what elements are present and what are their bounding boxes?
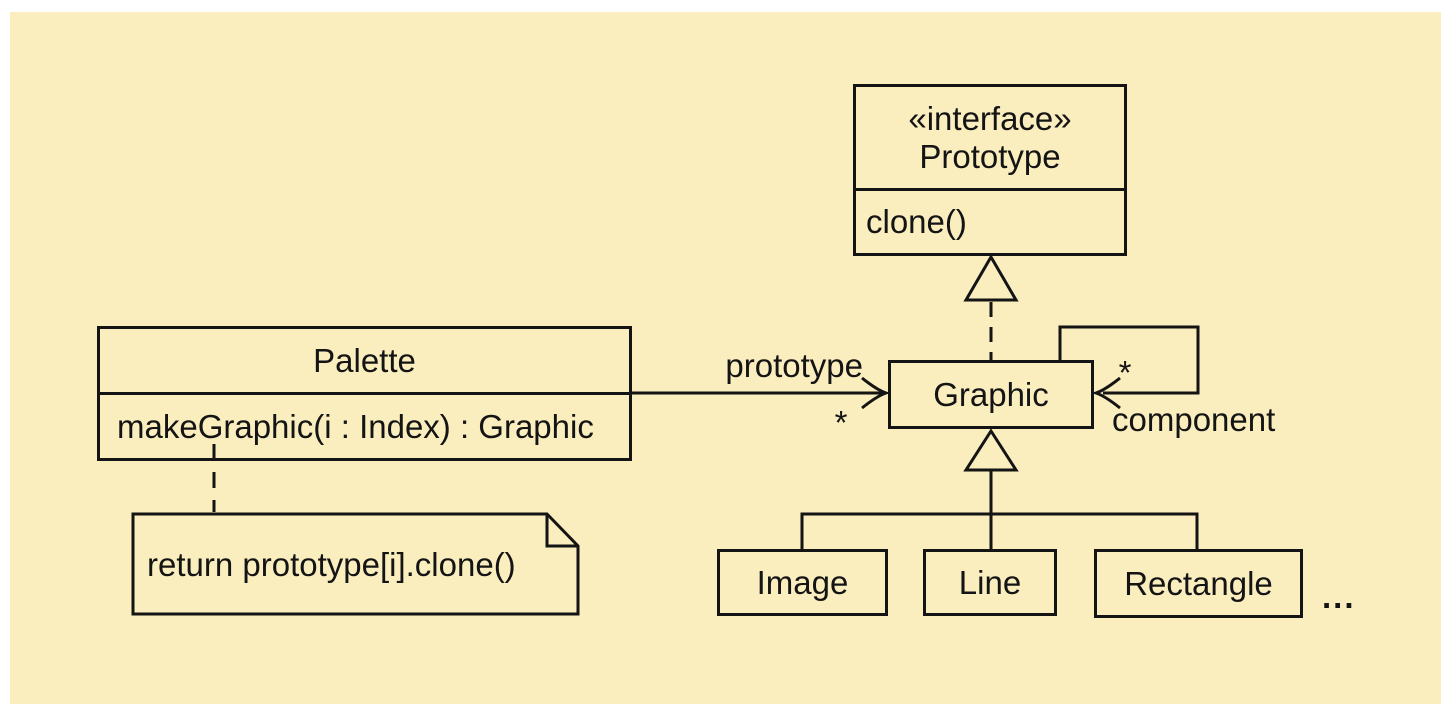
realization-triangle <box>963 254 1019 302</box>
class-header-prototype: «interface» Prototype <box>856 87 1124 188</box>
prototype-open-arrowhead <box>861 376 891 410</box>
generalization-branch-lines <box>800 512 1199 549</box>
class-box-graphic: Graphic <box>888 360 1094 429</box>
class-header-palette: Palette <box>100 329 629 392</box>
method-clone-label: clone() <box>866 203 967 240</box>
component-multiplicity-label: * <box>1118 354 1132 391</box>
component-open-arrowhead <box>1091 376 1121 410</box>
class-box-rectangle: Rectangle <box>1094 549 1303 618</box>
class-name-image: Image <box>756 563 849 601</box>
method-clone: clone() <box>856 188 1124 253</box>
stereotype-label: «interface» <box>908 99 1072 137</box>
class-box-image: Image <box>717 549 888 616</box>
generalization-triangle <box>963 428 1019 472</box>
prototype-role-label: prototype <box>725 347 863 384</box>
note-shape <box>131 512 580 616</box>
class-name-line: Line <box>958 563 1022 601</box>
component-self-association <box>1058 325 1200 395</box>
note-folded-corner <box>545 514 578 548</box>
class-name-palette: Palette <box>313 341 416 379</box>
class-box-prototype: «interface» Prototype clone() <box>853 84 1127 256</box>
class-box-palette: Palette makeGraphic(i : Index) : Graphic <box>97 326 632 461</box>
note-text: return prototype[i].clone() <box>147 546 516 583</box>
prototype-multiplicity-label: * <box>834 404 848 441</box>
component-role-label: component <box>1112 401 1276 438</box>
class-name-prototype: Prototype <box>919 137 1061 175</box>
method-makegraphic-label: makeGraphic(i : Index) : Graphic <box>117 407 594 445</box>
class-name-rectangle: Rectangle <box>1124 564 1273 602</box>
more-classes-ellipsis: ... <box>1322 578 1356 615</box>
method-makegraphic: makeGraphic(i : Index) : Graphic <box>100 392 629 458</box>
class-box-line: Line <box>923 549 1057 616</box>
class-name-graphic: Graphic <box>933 375 1049 413</box>
